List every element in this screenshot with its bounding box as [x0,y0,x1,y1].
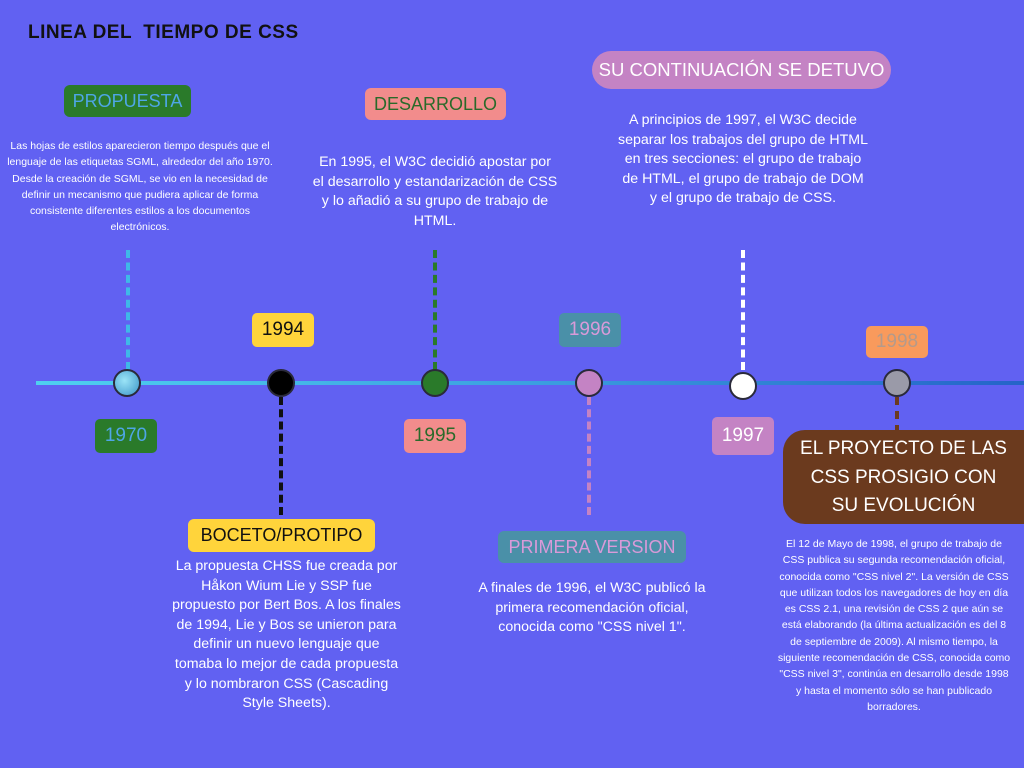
label-su-continuacion: SU CONTINUACIÓN SE DETUVO [592,51,891,89]
connector-1995 [433,250,437,370]
year-1998: 1998 [866,326,928,358]
desc-1998: El 12 de Mayo de 1998, el grupo de traba… [777,538,1011,713]
label-el-proyecto: EL PROYECTO DE LAS CSS PROSIGIO CON SU E… [783,430,1024,524]
marker-1997 [729,372,757,400]
label-boceto-protipo: BOCETO/PROTIPO [188,519,375,552]
desc-1995: En 1995, el W3C decidió apostar por el d… [312,154,558,229]
year-1970: 1970 [95,419,157,453]
connector-1997 [741,250,745,370]
desc-1996: A finales de 1996, el W3C publicó la pri… [478,580,706,636]
page-title: LINEA DEL TIEMPO DE CSS [28,22,299,43]
connector-1998 [895,397,899,433]
label-propuesta: PROPUESTA [64,85,191,117]
year-1994: 1994 [252,313,314,347]
year-1997: 1997 [712,417,774,455]
marker-1996 [575,369,603,397]
year-1996: 1996 [559,313,621,347]
label-primera-version: PRIMERA VERSION [498,531,686,563]
marker-1998 [883,369,911,397]
desc-1970: Las hojas de estilos aparecieron tiempo … [7,140,273,234]
connector-1970 [126,250,130,370]
desc-1997: A principios de 1997, el W3C decide sepa… [618,112,868,207]
label-desarrollo: DESARROLLO [365,88,506,120]
marker-1970 [113,369,141,397]
desc-1994: La propuesta CHSS fue creada por Håkon W… [172,558,401,712]
marker-1994 [267,369,295,397]
connector-1996 [587,397,591,515]
connector-1994 [279,397,283,515]
timeline-axis [36,381,1024,385]
year-1995: 1995 [404,419,466,453]
marker-1995 [421,369,449,397]
